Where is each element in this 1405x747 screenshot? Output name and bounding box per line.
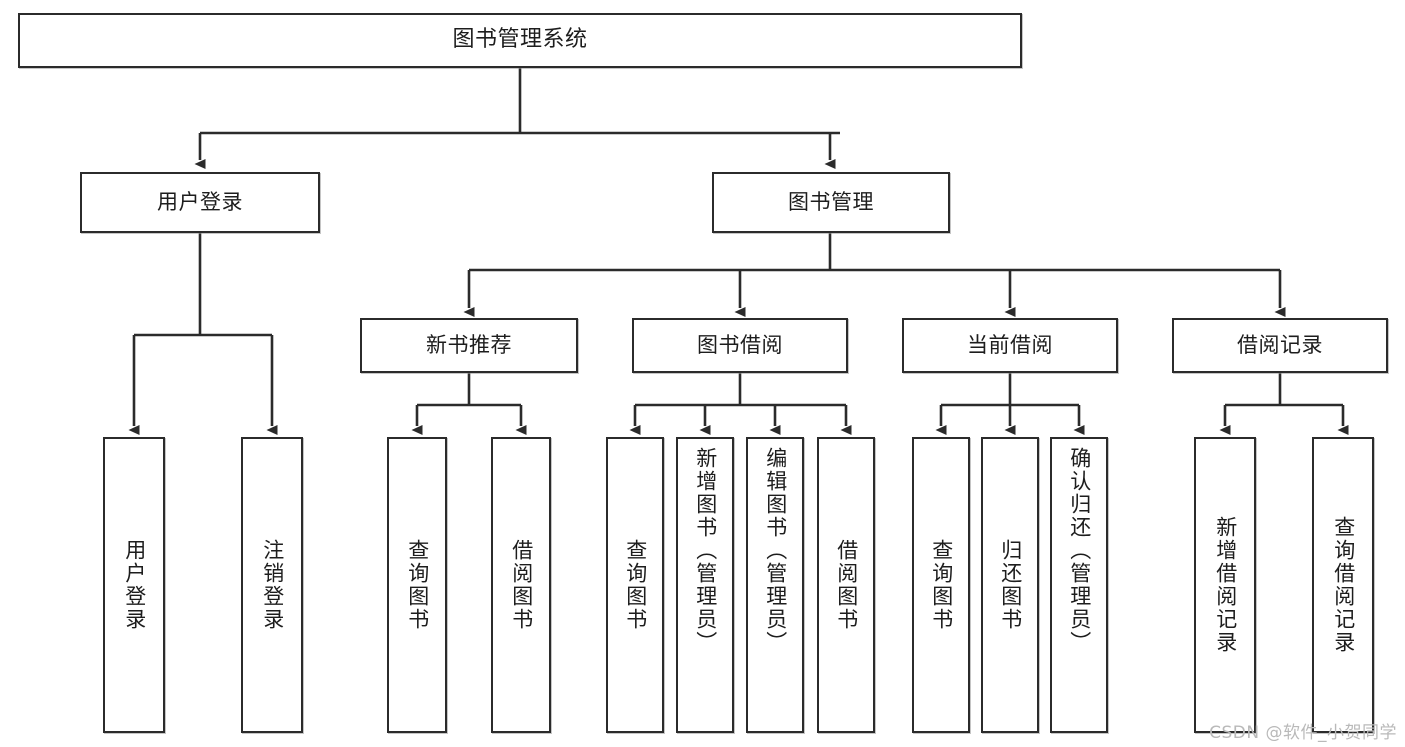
node-leaf-borrow-record-add-label: 新增借阅记录 <box>1213 516 1238 654</box>
node-new-book-recommend-label: 新书推荐 <box>426 332 512 357</box>
node-leaf-current-borrow-confirm-label: 确认归还（管理员） <box>1067 447 1092 654</box>
node-leaf-current-borrow-return-label: 归还图书 <box>998 539 1023 631</box>
node-leaf-user-login-signin[interactable]: 用户登录 <box>103 437 165 733</box>
node-leaf-user-login-signin-label: 用户登录 <box>122 539 147 631</box>
node-leaf-book-borrow-query-label: 查询图书 <box>623 539 648 631</box>
node-current-borrow-label: 当前借阅 <box>967 332 1053 357</box>
node-leaf-borrow-record-add[interactable]: 新增借阅记录 <box>1194 437 1256 733</box>
node-leaf-user-login-signout[interactable]: 注销登录 <box>241 437 303 733</box>
node-borrow-record[interactable]: 借阅记录 <box>1172 318 1388 373</box>
watermark-text: CSDN @软件_小贺同学 <box>1209 723 1397 743</box>
node-leaf-borrow-record-query-label: 查询借阅记录 <box>1331 516 1356 654</box>
node-new-book-recommend[interactable]: 新书推荐 <box>360 318 578 373</box>
node-root-system-label: 图书管理系统 <box>452 27 588 53</box>
node-leaf-current-borrow-query-label: 查询图书 <box>929 539 954 631</box>
node-leaf-book-borrow-lend-label: 借阅图书 <box>834 539 859 631</box>
node-leaf-current-borrow-confirm[interactable]: 确认归还（管理员） <box>1050 437 1108 733</box>
node-leaf-book-borrow-query[interactable]: 查询图书 <box>606 437 664 733</box>
node-leaf-book-borrow-edit-label: 编辑图书（管理员） <box>763 447 788 654</box>
node-borrow-record-label: 借阅记录 <box>1237 332 1323 357</box>
node-leaf-new-book-query[interactable]: 查询图书 <box>387 437 447 733</box>
node-leaf-book-borrow-add[interactable]: 新增图书（管理员） <box>676 437 734 733</box>
node-leaf-current-borrow-return[interactable]: 归还图书 <box>981 437 1039 733</box>
node-leaf-book-borrow-add-label: 新增图书（管理员） <box>693 447 718 654</box>
node-leaf-borrow-record-query[interactable]: 查询借阅记录 <box>1312 437 1374 733</box>
node-leaf-user-login-signout-label: 注销登录 <box>260 539 285 631</box>
node-user-login-label: 用户登录 <box>157 189 243 214</box>
node-leaf-new-book-borrow-label: 借阅图书 <box>509 539 534 631</box>
node-book-management[interactable]: 图书管理 <box>712 172 950 233</box>
node-leaf-book-borrow-lend[interactable]: 借阅图书 <box>817 437 875 733</box>
node-user-login[interactable]: 用户登录 <box>80 172 320 233</box>
node-root-system[interactable]: 图书管理系统 <box>18 13 1022 68</box>
node-leaf-new-book-borrow[interactable]: 借阅图书 <box>491 437 551 733</box>
node-leaf-current-borrow-query[interactable]: 查询图书 <box>912 437 970 733</box>
node-leaf-new-book-query-label: 查询图书 <box>405 539 430 631</box>
node-current-borrow[interactable]: 当前借阅 <box>902 318 1118 373</box>
node-book-borrow[interactable]: 图书借阅 <box>632 318 848 373</box>
node-book-management-label: 图书管理 <box>788 189 874 214</box>
node-leaf-book-borrow-edit[interactable]: 编辑图书（管理员） <box>746 437 804 733</box>
node-book-borrow-label: 图书借阅 <box>697 332 783 357</box>
